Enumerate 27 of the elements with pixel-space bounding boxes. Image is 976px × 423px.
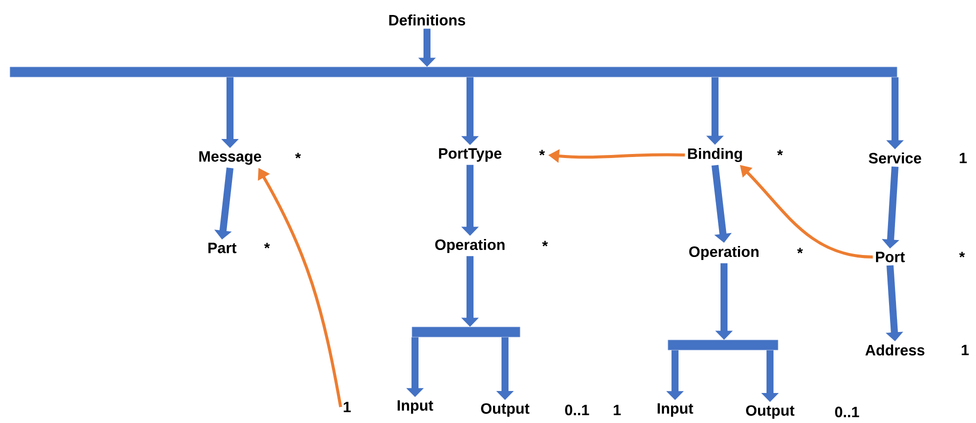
multiplicity-label: * xyxy=(542,240,548,246)
node-label: Output xyxy=(481,403,530,417)
node-label: Service xyxy=(868,152,922,164)
node-label: Binding xyxy=(688,148,742,162)
node-label: Address xyxy=(865,344,924,356)
multiplicity-label: * xyxy=(295,152,301,158)
node-label: PortType xyxy=(439,148,502,162)
node-label: Definitions xyxy=(389,14,466,26)
multiplicity-label: * xyxy=(959,252,965,258)
node-label: Message xyxy=(199,151,262,165)
node-label: Part xyxy=(208,242,236,254)
multiplicity-label: * xyxy=(539,150,545,156)
multiplicity-label: 0..1 xyxy=(565,404,590,416)
node-label: Operation xyxy=(435,239,504,253)
multiplicity-label: 0..1 xyxy=(835,406,860,418)
node-label: Input xyxy=(658,403,694,417)
multiplicity-label: 1 xyxy=(614,404,621,416)
multiplicity-label: 1 xyxy=(962,344,969,356)
node-label: Output xyxy=(746,405,794,419)
multiplicity-label: * xyxy=(264,242,270,248)
node-label: Operation xyxy=(689,246,758,260)
multiplicity-label: * xyxy=(777,150,783,156)
node-label: Port xyxy=(876,252,905,262)
multiplicity-label: 1 xyxy=(344,402,351,412)
multiplicity-label: 1 xyxy=(960,152,967,164)
node-label: Input xyxy=(398,400,434,414)
multiplicity-label: * xyxy=(797,248,803,254)
